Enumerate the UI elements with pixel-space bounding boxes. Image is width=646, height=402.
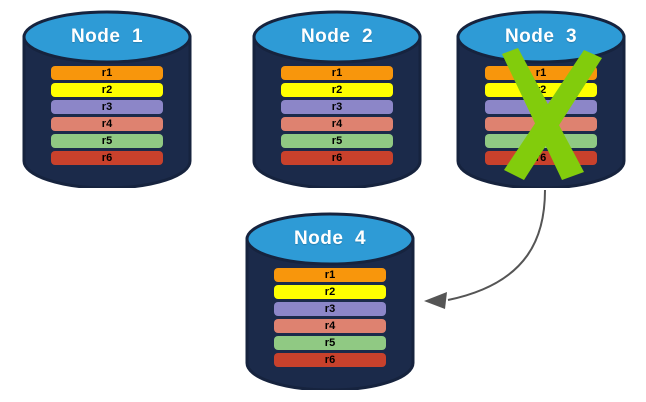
node-title: Node 3 <box>504 26 578 47</box>
record-row[interactable]: r6 <box>281 151 393 165</box>
record-row[interactable]: r4 <box>51 117 163 131</box>
record-row[interactable]: r2 <box>281 83 393 97</box>
node-cylinder-2[interactable]: Node 2 r1 r2 r3 r4 r5 r6 <box>252 10 422 188</box>
record-row[interactable]: r3 <box>51 100 163 114</box>
record-row[interactable]: r2 <box>274 285 386 299</box>
record-list: r1 r2 r3 r4 r5 r6 <box>274 268 386 367</box>
record-list: r1 r2 r3 r4 r5 r6 <box>51 66 163 165</box>
record-row[interactable]: r4 <box>274 319 386 333</box>
record-row[interactable]: r3 <box>274 302 386 316</box>
node-title: Node 4 <box>293 228 367 249</box>
node-title: Node 2 <box>300 26 374 47</box>
record-row[interactable]: r5 <box>281 134 393 148</box>
record-list: r1 r2 r3 r4 r5 r6 <box>281 66 393 165</box>
node-cylinder-1[interactable]: Node 1 r1 r2 r3 r4 r5 r6 <box>22 10 192 188</box>
record-row[interactable]: r6 <box>274 353 386 367</box>
record-row[interactable]: r1 <box>51 66 163 80</box>
record-row[interactable]: r5 <box>274 336 386 350</box>
record-row[interactable]: r1 <box>274 268 386 282</box>
record-row[interactable]: r3 <box>281 100 393 114</box>
record-row[interactable]: r1 <box>281 66 393 80</box>
record-row[interactable]: r2 <box>51 83 163 97</box>
record-row[interactable]: r4 <box>281 117 393 131</box>
node-title: Node 1 <box>70 26 144 47</box>
record-row[interactable]: r6 <box>51 151 163 165</box>
node-cylinder-4[interactable]: Node 4 r1 r2 r3 r4 r5 r6 <box>245 212 415 390</box>
record-row[interactable]: r5 <box>51 134 163 148</box>
